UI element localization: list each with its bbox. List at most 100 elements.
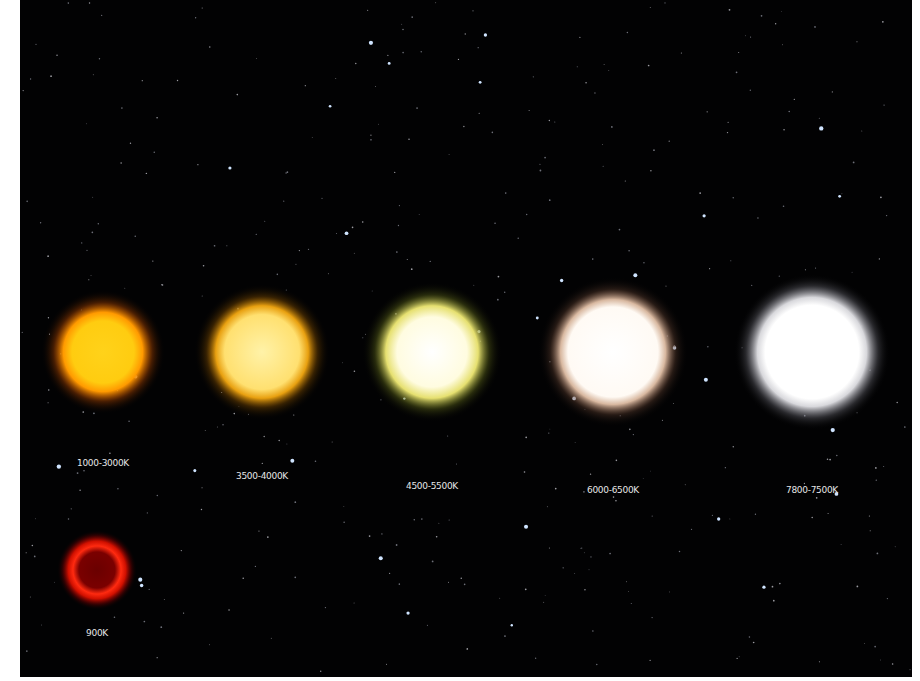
star	[856, 586, 858, 588]
star	[524, 525, 528, 529]
star-glow: 6000-6500K	[538, 277, 688, 427]
star	[653, 149, 655, 151]
star	[650, 170, 651, 171]
star	[456, 463, 457, 464]
star	[590, 556, 591, 557]
star	[549, 428, 551, 430]
star	[816, 497, 818, 499]
star	[255, 58, 257, 60]
star	[447, 435, 448, 436]
star	[753, 642, 755, 644]
temperature-label: 7800-7500K	[734, 485, 890, 495]
star	[738, 656, 740, 658]
star	[157, 495, 158, 496]
star	[879, 258, 880, 259]
star	[147, 512, 148, 513]
star	[461, 577, 463, 579]
star	[876, 479, 877, 480]
star	[432, 561, 434, 563]
star	[555, 488, 557, 490]
star	[580, 548, 581, 549]
star-disc	[734, 274, 890, 430]
star	[909, 669, 911, 671]
star	[851, 271, 853, 273]
star	[560, 279, 563, 282]
star	[56, 55, 57, 56]
star	[32, 545, 34, 547]
star	[896, 402, 897, 403]
star	[117, 488, 118, 489]
star	[533, 76, 534, 77]
star	[751, 285, 752, 286]
star	[783, 205, 785, 207]
star	[399, 205, 400, 206]
star	[202, 8, 203, 9]
star	[886, 215, 887, 216]
star	[465, 33, 466, 34]
star-glow-disc	[41, 290, 165, 414]
star	[613, 496, 615, 498]
star	[704, 378, 708, 382]
star	[583, 552, 585, 554]
star	[258, 531, 259, 532]
star	[195, 17, 196, 18]
star	[782, 44, 784, 46]
star	[209, 644, 211, 646]
star	[540, 170, 542, 172]
star	[745, 35, 747, 37]
star	[305, 85, 306, 86]
star	[717, 517, 720, 520]
star	[26, 201, 28, 203]
star-glow: 1000-3000K	[41, 290, 165, 414]
star	[736, 658, 737, 659]
space-background	[20, 0, 912, 677]
star	[120, 162, 121, 163]
star	[435, 2, 437, 4]
star	[50, 75, 52, 77]
star	[611, 126, 613, 128]
star	[320, 671, 321, 672]
star	[473, 284, 475, 286]
star	[625, 180, 626, 181]
star	[478, 47, 479, 48]
red-dwarf-star: 900K	[57, 530, 137, 610]
star	[89, 2, 90, 3]
star	[406, 611, 409, 614]
star	[691, 529, 692, 530]
star	[34, 556, 36, 558]
star	[35, 44, 36, 45]
star	[92, 231, 94, 233]
star	[772, 586, 774, 588]
star	[554, 122, 555, 123]
star	[574, 442, 576, 444]
star	[815, 268, 816, 269]
temperature-label: 4500-5500K	[362, 481, 502, 491]
star	[581, 547, 582, 548]
star	[549, 547, 550, 548]
star	[416, 107, 418, 109]
star	[836, 455, 838, 457]
star	[757, 217, 758, 218]
star	[633, 273, 637, 277]
star	[505, 192, 507, 194]
star	[352, 227, 354, 229]
star	[325, 607, 326, 608]
star	[585, 82, 587, 84]
star	[256, 234, 257, 235]
star-glow-disc	[362, 282, 502, 422]
star	[142, 80, 143, 81]
star	[892, 663, 894, 665]
star	[294, 577, 296, 579]
star	[783, 129, 785, 131]
star	[829, 459, 831, 461]
star	[321, 198, 322, 199]
star	[181, 550, 182, 551]
star	[371, 290, 373, 292]
star	[669, 141, 670, 142]
star	[894, 546, 896, 548]
star	[642, 478, 644, 480]
star	[524, 471, 526, 473]
star	[805, 269, 806, 270]
star	[369, 535, 371, 537]
star	[729, 9, 731, 11]
